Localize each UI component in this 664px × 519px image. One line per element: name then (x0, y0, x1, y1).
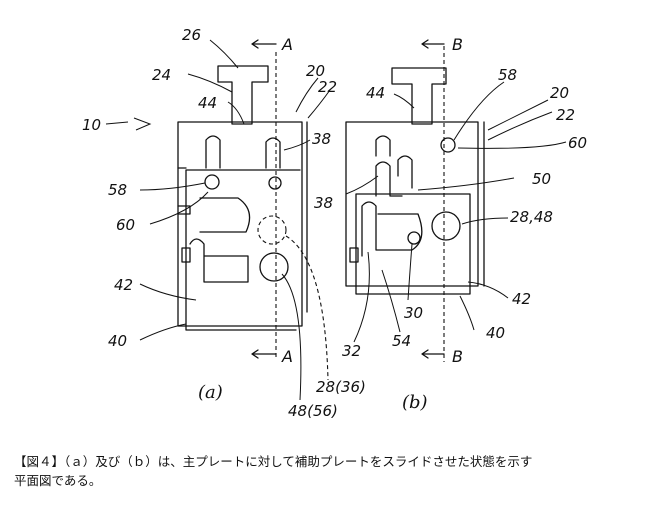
label-10: 10 (82, 116, 101, 134)
hole-58-b (440, 137, 456, 153)
subfigure-b-drawing (345, 39, 485, 362)
label-26-a: 26 (182, 26, 201, 44)
label-44-b: 44 (366, 84, 385, 102)
label-58-b: 58 (498, 66, 517, 84)
label-30-b: 30 (404, 304, 423, 322)
hole-58-a (204, 174, 220, 190)
hole-small-a (268, 176, 282, 190)
main-plate-a (177, 121, 303, 327)
label-24-a: 24 (152, 66, 171, 84)
section-arrow-a-top (251, 39, 277, 49)
labels-a: 10 26 24 44 20 22 38 58 60 42 40 28(36) … (82, 26, 366, 420)
leader-lines-a (105, 39, 331, 401)
label-28-36: 28(36) (316, 378, 366, 396)
slot-44-a (205, 135, 221, 169)
left-tab-a (181, 247, 191, 263)
label-32-b: 32 (342, 342, 361, 360)
subfigure-a-drawing (177, 39, 308, 360)
label-42-b: 42 (512, 290, 531, 308)
figure-caption: 【図４】（ａ）及び（ｂ）は、主プレートに対して補助プレートをスライドさせた状態を… (14, 452, 654, 490)
section-label-b-top: B (452, 35, 463, 54)
subfigure-label-a: (a) (198, 382, 223, 403)
subfigure-label-b: (b) (402, 392, 428, 413)
section-label-a-top: A (281, 35, 293, 54)
hole-small-b (407, 231, 421, 245)
label-58-a: 58 (108, 181, 127, 199)
label-50-b: 50 (532, 170, 551, 188)
label-38-b: 38 (314, 194, 333, 212)
sub-plate-a (185, 169, 301, 331)
section-arrow-b-top (421, 39, 445, 49)
sub-plate-notch-a (177, 167, 191, 215)
hook-slot-a (199, 197, 251, 233)
label-20-b: 20 (550, 84, 569, 102)
label-60-b: 60 (568, 134, 587, 152)
label-22-b: 22 (556, 106, 575, 124)
handle-a (217, 65, 269, 125)
hole-28-48-b (431, 211, 461, 241)
label-22-a: 22 (318, 78, 337, 96)
hole-48-a (259, 252, 289, 282)
label-40-b: 40 (486, 324, 505, 342)
label-20-a: 20 (306, 62, 325, 80)
label-40-a: 40 (108, 332, 127, 350)
section-arrow-a-bottom (251, 349, 277, 359)
label-44-a: 44 (198, 94, 217, 112)
label-60-a: 60 (116, 216, 135, 234)
section-label-b-bottom: B (452, 347, 463, 366)
hidden-hole-28-a (257, 215, 287, 245)
left-tab-b (349, 247, 359, 263)
label-42-a: 42 (114, 276, 133, 294)
lower-slot-a (189, 238, 249, 283)
label-48-56: 48(56) (288, 402, 338, 420)
label-38-a: 38 (312, 130, 331, 148)
caption-line-2: 平面図である。 (14, 473, 102, 488)
long-slot-50-b (397, 155, 413, 189)
leader-lines-b (345, 81, 567, 343)
section-label-a-bottom: A (281, 347, 293, 366)
labels-b: 44 58 20 22 60 50 38 28,48 42 30 32 54 4… (314, 35, 587, 413)
slot-38-b (375, 161, 403, 197)
main-plate-b (345, 121, 479, 287)
sub-plate-b (355, 193, 471, 295)
label-54-b: 54 (392, 332, 411, 350)
section-arrow-b-bottom (421, 349, 445, 359)
caption-line-1: 【図４】（ａ）及び（ｂ）は、主プレートに対して補助プレートをスライドさせた状態を… (14, 454, 533, 469)
slot-38-a (265, 137, 281, 169)
guide-slot-30-b (361, 201, 423, 257)
label-28-48-b: 28,48 (510, 208, 553, 226)
slot-44-b (375, 135, 391, 157)
handle-b (391, 67, 447, 125)
